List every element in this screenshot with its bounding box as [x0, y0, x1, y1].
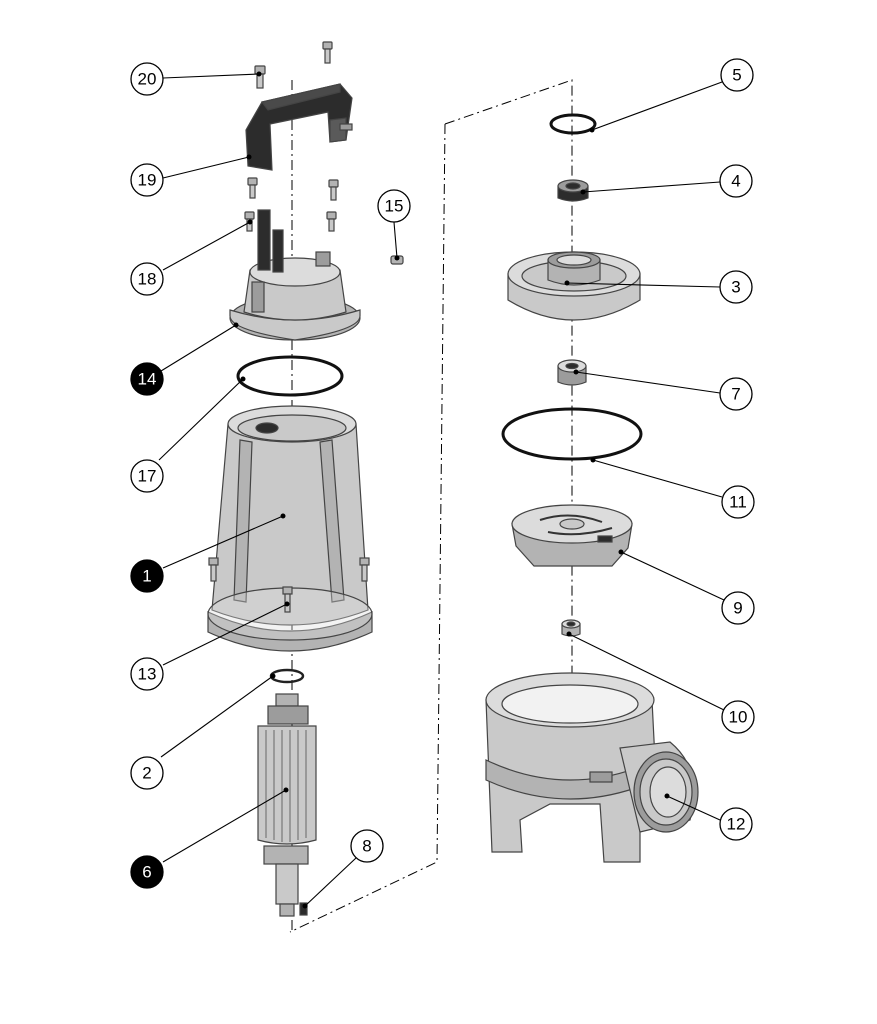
- part-2-ring: [269, 668, 305, 684]
- callout-3: 3: [719, 270, 753, 304]
- callout-8: 8: [350, 829, 384, 863]
- callout-14: 14: [130, 362, 164, 396]
- callout-13: 13: [130, 657, 164, 691]
- callout-2-text: 2: [142, 764, 151, 783]
- callout-7: 7: [719, 377, 753, 411]
- callout-14-text: 14: [138, 370, 157, 389]
- part-19-handle: [245, 83, 353, 171]
- part-14-motor-cover: [229, 209, 361, 341]
- part-5-circlip: [549, 113, 597, 135]
- callout-1: 1: [130, 559, 164, 593]
- part-17-oring: [236, 355, 344, 397]
- part-7-seal: [557, 359, 587, 386]
- callout-13-text: 13: [138, 665, 157, 684]
- callout-1-text: 1: [142, 567, 151, 586]
- callout-19-text: 19: [138, 171, 157, 190]
- callout-15: 15: [377, 189, 411, 223]
- callout-17: 17: [130, 459, 164, 493]
- callout-6-text: 6: [142, 863, 151, 882]
- callout-3-text: 3: [731, 278, 740, 297]
- callout-11: 11: [721, 485, 755, 519]
- callout-17-text: 17: [138, 467, 157, 486]
- callout-20: 20: [130, 62, 164, 96]
- callout-12: 12: [719, 807, 753, 841]
- callout-4: 4: [719, 164, 753, 198]
- part-3-flange: [507, 251, 641, 321]
- callout-4-text: 4: [731, 172, 740, 191]
- part-8-key: [299, 902, 308, 916]
- part-10-nut: [561, 619, 581, 637]
- part-12-pump-casing: [485, 672, 699, 863]
- callout-18: 18: [130, 262, 164, 296]
- part-20-screw: [254, 65, 266, 89]
- callout-7-text: 7: [731, 385, 740, 404]
- screw-top: [322, 41, 333, 64]
- part-4-bearing: [557, 179, 589, 202]
- part-9-impeller: [511, 504, 633, 567]
- callout-20-text: 20: [138, 70, 157, 89]
- callout-10: 10: [721, 700, 755, 734]
- part-1-motor-housing: [207, 405, 373, 652]
- leader-lines: [158, 73, 725, 907]
- callout-9-text: 9: [733, 599, 742, 618]
- callout-18-text: 18: [138, 270, 157, 289]
- callout-15-text: 15: [385, 197, 404, 216]
- callout-11-text: 11: [729, 493, 747, 512]
- callout-19: 19: [130, 163, 164, 197]
- part-18-screws: [244, 177, 339, 232]
- callout-5: 5: [720, 58, 754, 92]
- callout-5-text: 5: [732, 66, 741, 85]
- part-6-rotor-shaft: [257, 693, 317, 917]
- part-11-oring: [501, 407, 643, 461]
- callout-10-text: 10: [729, 708, 748, 727]
- callout-6: 6: [130, 855, 164, 889]
- callout-2: 2: [130, 756, 164, 790]
- callout-12-text: 12: [727, 815, 746, 834]
- callout-9: 9: [721, 591, 755, 625]
- leader-dots: [233, 71, 670, 909]
- callout-8-text: 8: [362, 837, 371, 856]
